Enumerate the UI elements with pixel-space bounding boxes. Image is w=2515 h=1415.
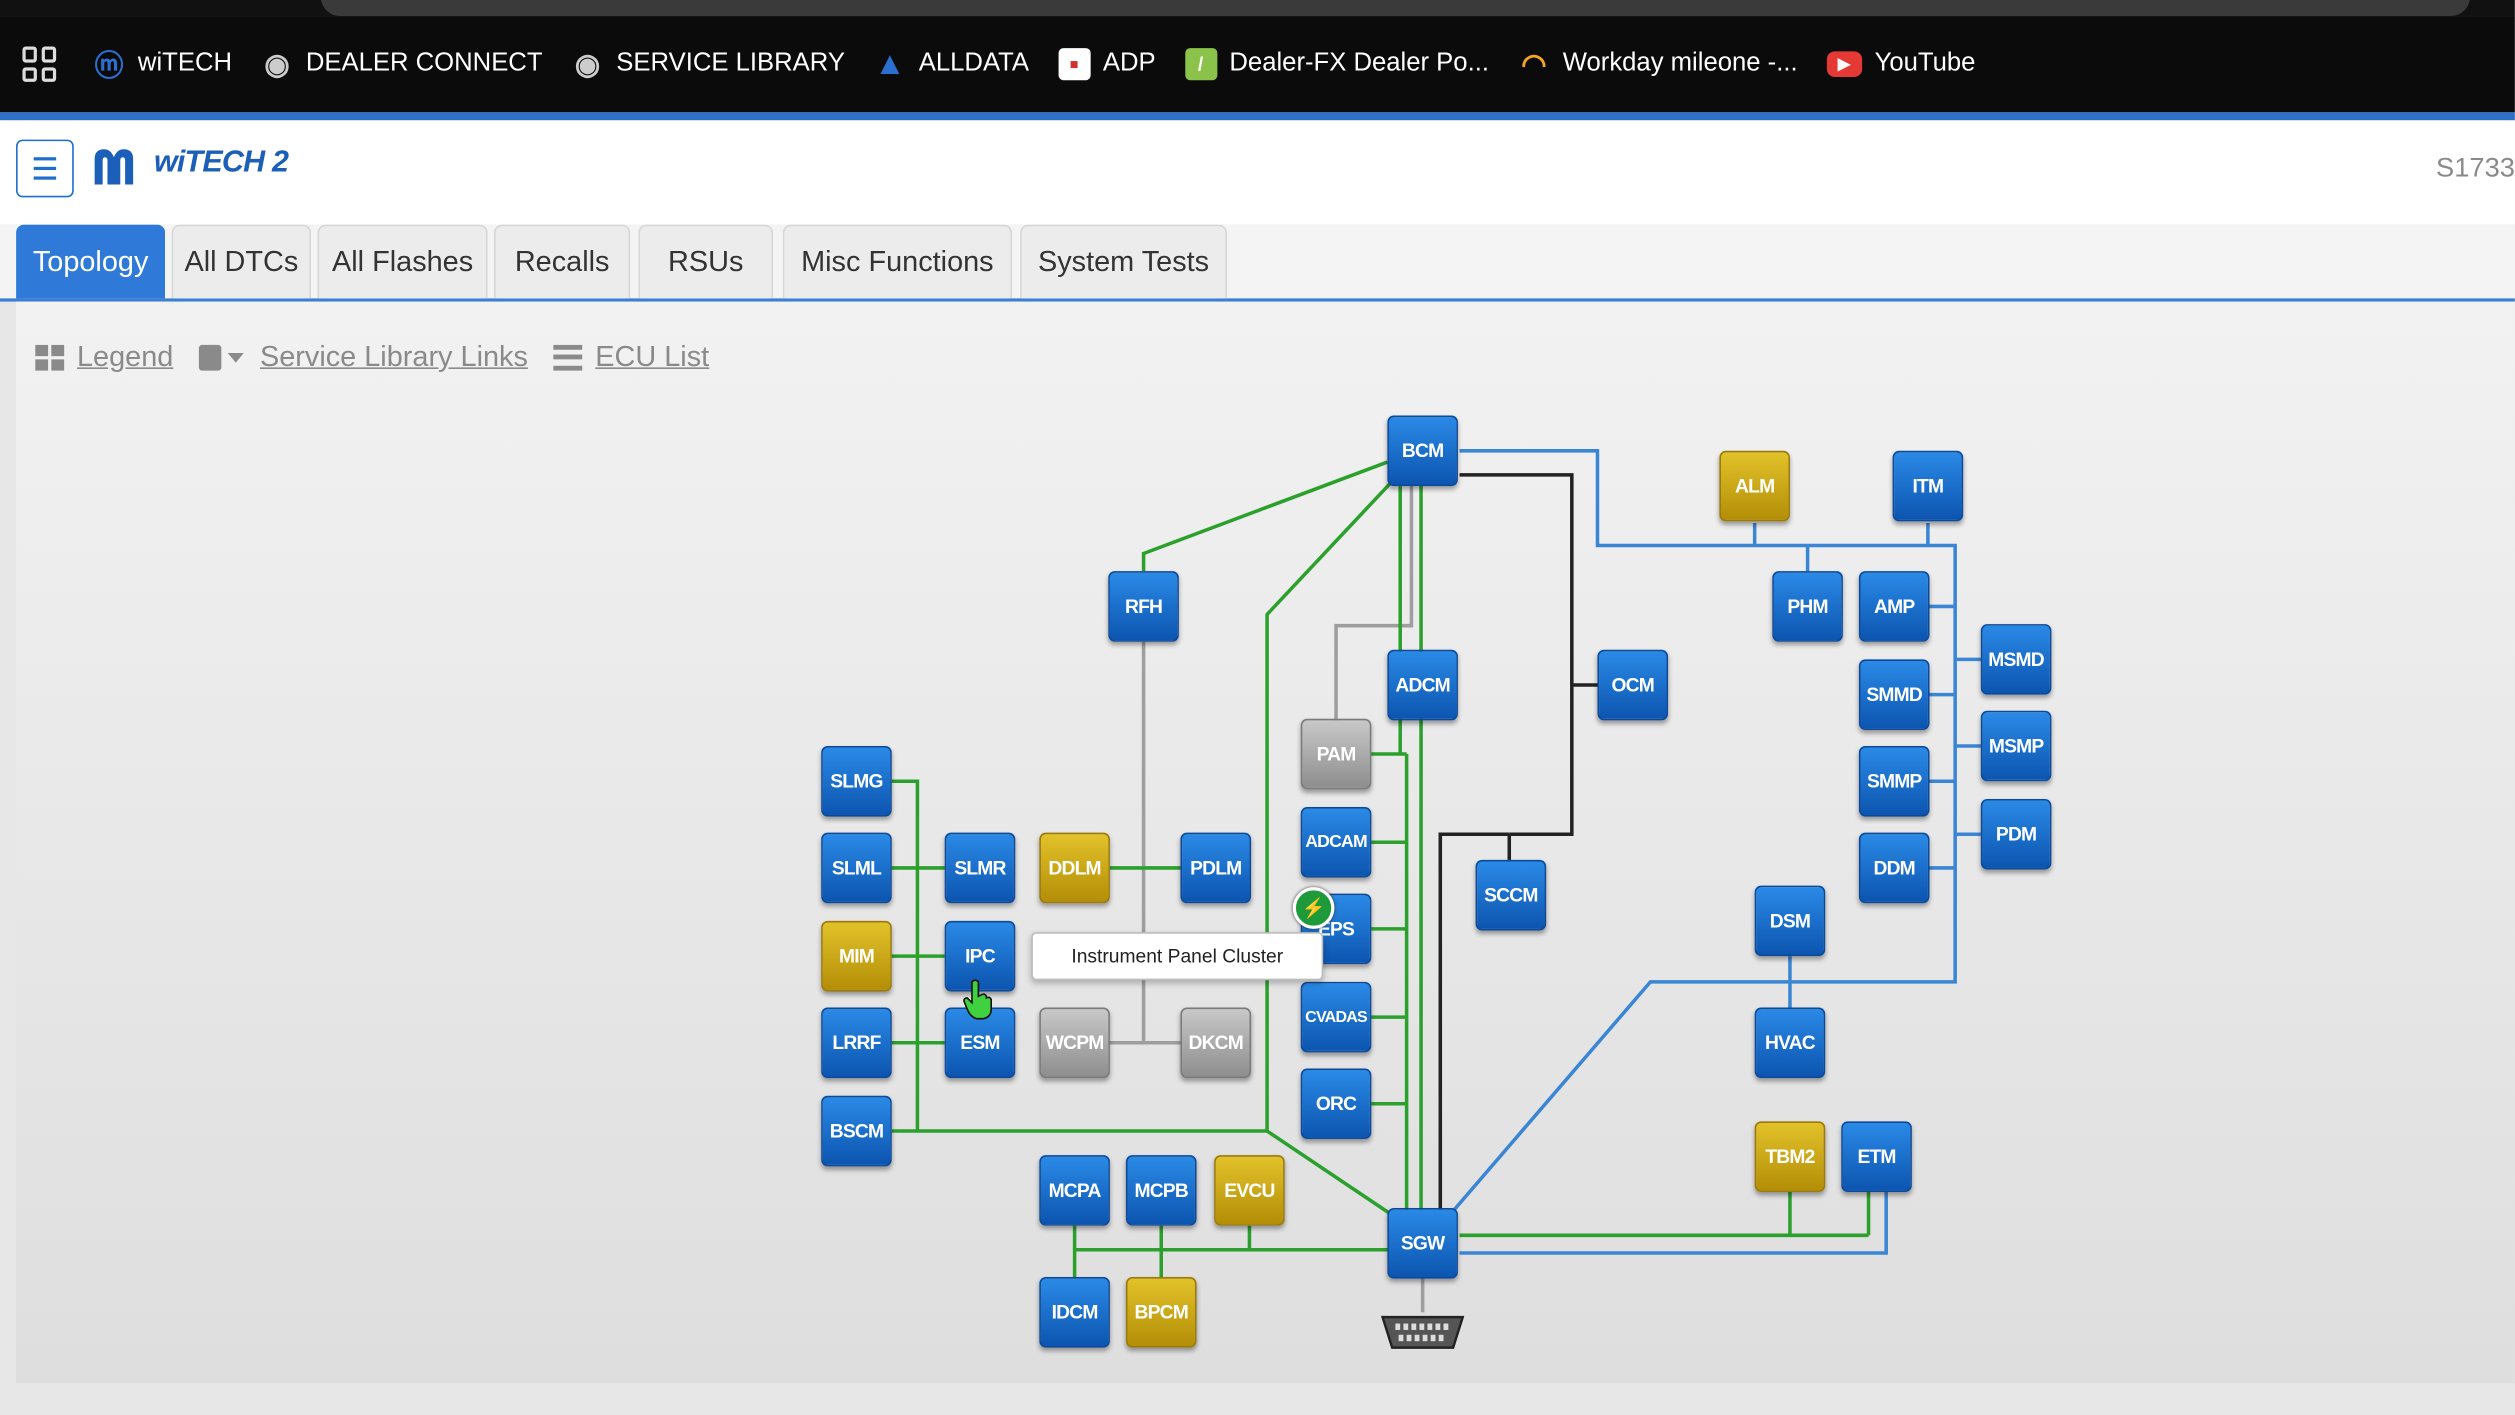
list-icon: [553, 344, 583, 370]
service-library-label: Service Library Links: [259, 340, 528, 373]
ecu-smmd[interactable]: SMMD: [1858, 659, 1930, 730]
bookmark-dealer-connect[interactable]: ◉ DEALER CONNECT: [261, 47, 543, 80]
adp-icon: ■: [1057, 48, 1091, 81]
ecu-evcu[interactable]: EVCU: [1214, 1155, 1285, 1226]
ecu-orc[interactable]: ORC: [1300, 1068, 1372, 1140]
bookmark-dealer-fx[interactable]: / Dealer-FX Dealer Po...: [1184, 48, 1489, 81]
ecu-lrrf[interactable]: LRRF: [821, 1007, 892, 1079]
grid-icon: [35, 344, 65, 370]
ecu-adcam[interactable]: ADCAM: [1300, 806, 1372, 878]
ecu-pdlm[interactable]: PDLM: [1180, 832, 1252, 904]
tab-rsus[interactable]: RSUs: [638, 224, 774, 299]
ecu-smmp[interactable]: SMMP: [1858, 745, 1930, 817]
bookmark-label: Dealer-FX Dealer Po...: [1229, 49, 1489, 78]
ecu-itm[interactable]: ITM: [1892, 450, 1964, 522]
tab-all-flashes[interactable]: All Flashes: [317, 224, 488, 299]
caret-down-icon: [227, 352, 244, 362]
tab-all-dtcs[interactable]: All DTCs: [171, 224, 312, 299]
ecu-msmd[interactable]: MSMD: [1980, 624, 2052, 695]
ecu-ddlm[interactable]: DDLM: [1039, 832, 1110, 904]
ecu-bcm[interactable]: BCM: [1387, 415, 1458, 487]
ecu-slmr[interactable]: SLMR: [944, 832, 1016, 904]
legend-label: Legend: [76, 340, 174, 373]
mopar-logo-icon: [94, 149, 134, 185]
tab-misc-functions[interactable]: Misc Functions: [782, 224, 1013, 299]
ecu-phm[interactable]: PHM: [1772, 571, 1843, 642]
book-icon: [199, 344, 222, 370]
ecu-mim[interactable]: MIM: [821, 920, 892, 992]
ecu-msmp[interactable]: MSMP: [1980, 710, 2052, 782]
flash-available-icon[interactable]: ⚡: [1292, 887, 1335, 929]
bookmark-label: Workday mileone -...: [1562, 49, 1798, 78]
tabs-bar: Topology All DTCs All Flashes Recalls RS…: [0, 224, 2515, 302]
tab-recalls[interactable]: Recalls: [494, 224, 631, 299]
bookmark-witech[interactable]: ⓜ wiTECH: [93, 48, 233, 82]
apps-grid-icon[interactable]: [22, 46, 57, 82]
ecu-bscm[interactable]: BSCM: [821, 1095, 892, 1167]
accent-bar: [0, 112, 2515, 121]
alldata-icon: ▲: [874, 45, 906, 82]
bookmark-youtube[interactable]: ▶ YouTube: [1826, 50, 1975, 79]
ecu-list-label: ECU List: [595, 340, 710, 373]
service-library-links[interactable]: Service Library Links: [199, 340, 528, 374]
legend-link[interactable]: Legend: [35, 340, 173, 374]
ecu-sgw[interactable]: SGW: [1387, 1208, 1458, 1279]
bookmark-label: DEALER CONNECT: [305, 49, 543, 78]
ecu-esm[interactable]: ESM: [944, 1007, 1016, 1079]
bookmark-workday[interactable]: ◠ Workday mileone -...: [1518, 47, 1798, 80]
ecu-idcm[interactable]: IDCM: [1039, 1277, 1110, 1348]
obd-connector-icon[interactable]: [1380, 1312, 1465, 1351]
globe-icon: ◉: [574, 47, 601, 80]
ecu-sccm[interactable]: SCCM: [1475, 859, 1547, 931]
bookmark-label: SERVICE LIBRARY: [616, 49, 845, 78]
mopar-icon: ⓜ: [94, 49, 124, 82]
ecu-pdm[interactable]: PDM: [1980, 798, 2052, 870]
app-header: wiTECH 2 S1733: [0, 120, 2515, 225]
ecu-slml[interactable]: SLML: [821, 832, 892, 904]
hand-cursor-icon: [963, 979, 993, 1020]
ecu-bpcm[interactable]: BPCM: [1125, 1277, 1197, 1348]
bookmark-adp[interactable]: ■ ADP: [1057, 48, 1156, 81]
ecu-mcpb[interactable]: MCPB: [1125, 1155, 1197, 1226]
bookmarks-bar: ⓜ wiTECH ◉ DEALER CONNECT ◉ SERVICE LIBRARY…: [0, 16, 2515, 113]
workday-icon: ◠: [1521, 47, 1547, 80]
ecu-slmg[interactable]: SLMG: [821, 745, 892, 817]
dealerfx-icon: /: [1184, 48, 1217, 81]
bookmark-label: wiTECH: [137, 49, 233, 78]
browser-address-strip: [0, 0, 2515, 17]
bookmark-label: YouTube: [1874, 49, 1976, 78]
ecu-amp[interactable]: AMP: [1858, 571, 1930, 642]
ecu-wcpm[interactable]: WCPM: [1039, 1007, 1110, 1079]
bookmark-label: ALLDATA: [918, 49, 1030, 78]
ecu-ddm[interactable]: DDM: [1858, 832, 1930, 904]
bookmark-label: ADP: [1102, 49, 1156, 78]
tab-system-tests[interactable]: System Tests: [1020, 224, 1227, 299]
ecu-alm[interactable]: ALM: [1719, 450, 1790, 522]
youtube-icon: ▶: [1826, 51, 1862, 78]
ecu-hvac[interactable]: HVAC: [1754, 1007, 1826, 1079]
topology-links: Legend Service Library Links ECU List: [35, 340, 735, 374]
ecu-ocm[interactable]: OCM: [1597, 649, 1669, 721]
ecu-adcm[interactable]: ADCM: [1387, 649, 1458, 721]
ecu-dsm[interactable]: DSM: [1754, 885, 1826, 957]
address-bar[interactable]: [320, 0, 2471, 17]
bookmark-alldata[interactable]: ▲ ALLDATA: [874, 45, 1030, 82]
ecu-mcpa[interactable]: MCPA: [1039, 1155, 1110, 1226]
ecu-list-link[interactable]: ECU List: [553, 340, 710, 374]
tab-topology[interactable]: Topology: [16, 224, 166, 299]
ecu-cvadas[interactable]: CVADAS: [1300, 981, 1372, 1053]
witech-logo: wiTECH 2: [153, 145, 289, 180]
hamburger-menu-button[interactable]: [16, 139, 74, 198]
vin-label: S1733: [2436, 152, 2515, 183]
ecu-pam[interactable]: PAM: [1300, 718, 1372, 790]
ecu-rfh[interactable]: RFH: [1108, 571, 1179, 642]
bookmark-service-library[interactable]: ◉ SERVICE LIBRARY: [571, 47, 845, 80]
ecu-etm[interactable]: ETM: [1841, 1121, 1912, 1192]
ecu-tbm2[interactable]: TBM2: [1754, 1121, 1826, 1192]
ecu-dkcm[interactable]: DKCM: [1180, 1007, 1252, 1079]
globe-icon: ◉: [264, 47, 290, 80]
ecu-ipc[interactable]: IPC: [944, 920, 1016, 992]
ecu-tooltip: Instrument Panel Cluster: [1031, 932, 1324, 981]
